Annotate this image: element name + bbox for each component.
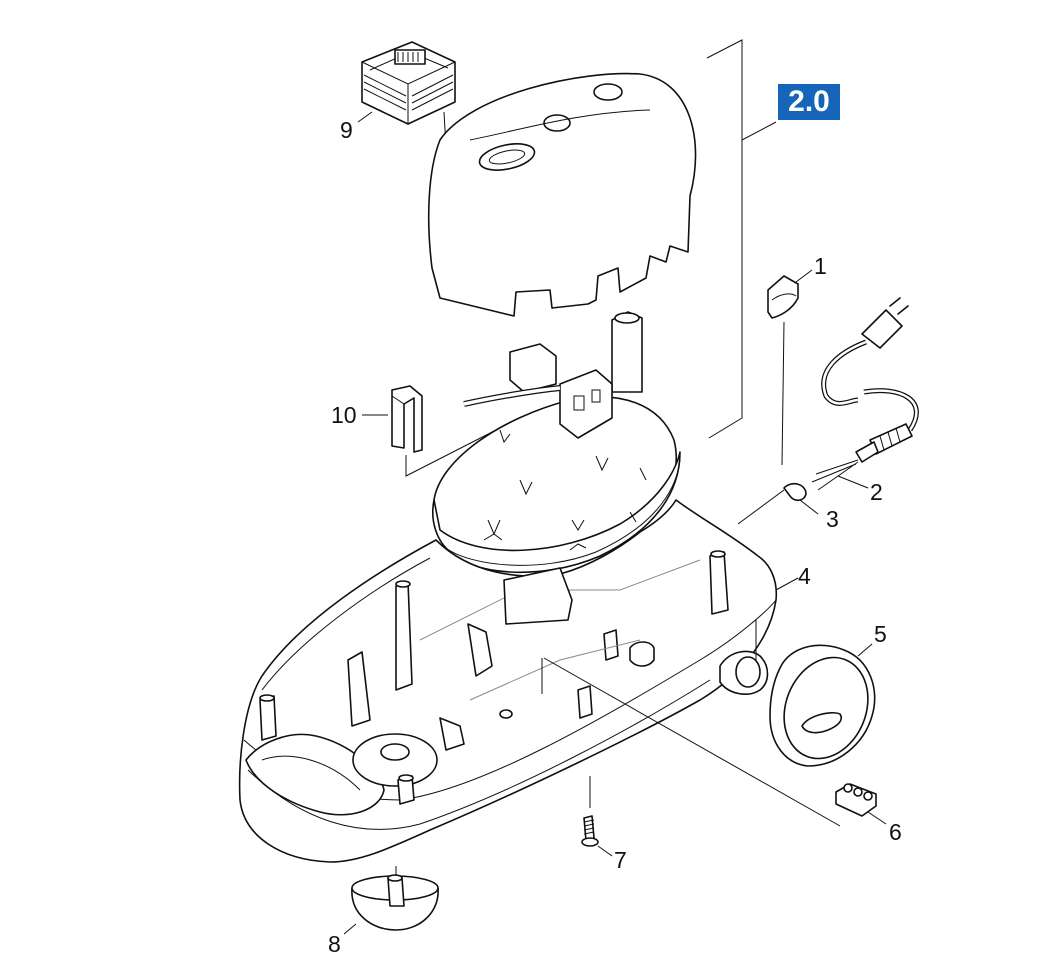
section-badge: 2.0 <box>778 84 840 120</box>
callout-10: 10 <box>331 402 357 428</box>
part-1-clip <box>767 269 813 466</box>
callout-1: 1 <box>814 253 827 279</box>
callout-5: 5 <box>874 621 887 647</box>
part-8-foot <box>343 866 439 935</box>
part-9-transformer <box>361 41 456 149</box>
part-3-washer <box>737 482 819 525</box>
part-6-terminal-block <box>543 657 887 827</box>
assembly-bracket <box>706 39 777 439</box>
callout-4: 4 <box>798 563 811 589</box>
part-2-power-cord <box>811 297 919 491</box>
part-10-holder <box>362 385 501 477</box>
callout-2: 2 <box>870 479 883 505</box>
part-7-screw <box>581 776 613 857</box>
top-cover <box>427 72 697 317</box>
part-5-wheel <box>769 643 876 767</box>
callout-9: 9 <box>340 117 353 143</box>
callout-3: 3 <box>826 506 839 532</box>
callout-6: 6 <box>889 819 902 845</box>
callout-8: 8 <box>328 931 341 957</box>
part-4-base <box>238 499 799 863</box>
callout-7: 7 <box>614 847 627 873</box>
